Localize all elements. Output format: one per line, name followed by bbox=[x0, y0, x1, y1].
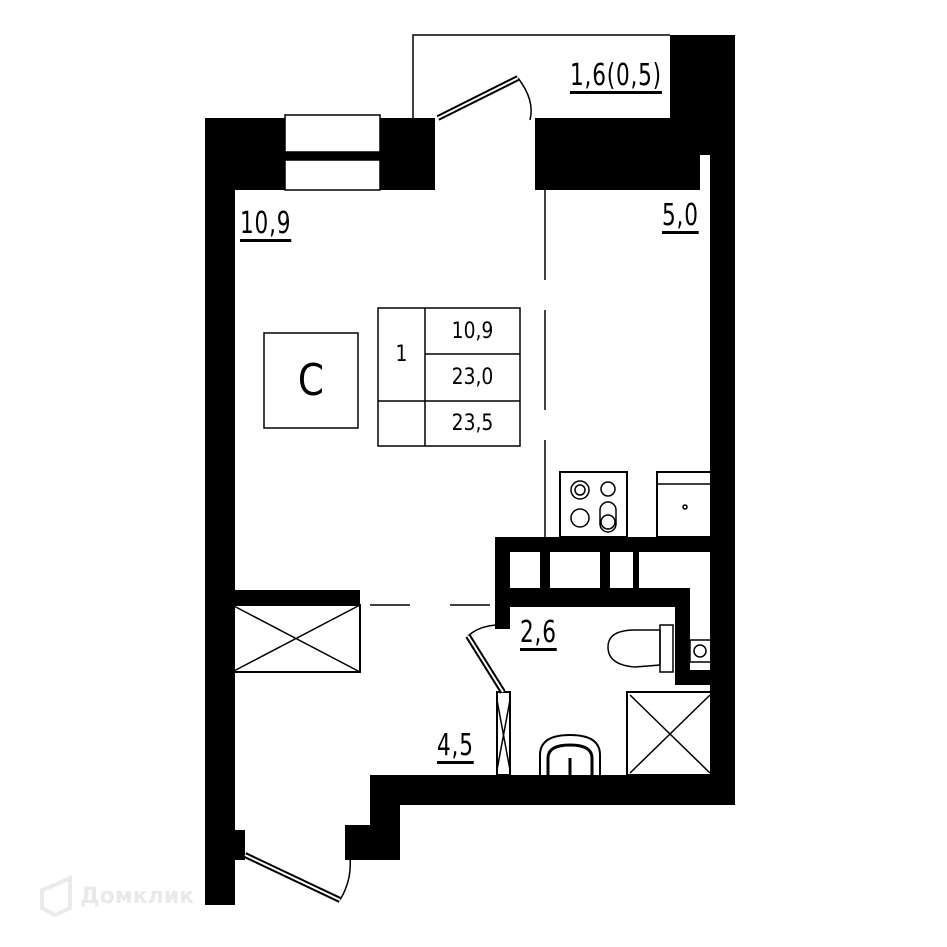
apartment-type-label: C bbox=[297, 355, 325, 406]
room-area-label: 10,9 bbox=[240, 206, 292, 241]
rooms-count: 1 bbox=[395, 342, 408, 367]
washbasin bbox=[539, 733, 601, 775]
walls bbox=[205, 35, 735, 905]
stove bbox=[559, 471, 628, 538]
balcony-area-label: 1,6(0,5) bbox=[570, 58, 662, 93]
bathroom-area-label: 2,6 bbox=[520, 615, 557, 650]
thin-lines bbox=[231, 34, 713, 901]
total-area-value: 23,0 bbox=[451, 365, 494, 390]
total-area-with-balcony-value: 23,5 bbox=[451, 411, 494, 436]
doors bbox=[243, 75, 520, 903]
kitchen-area-label: 5,0 bbox=[662, 198, 699, 233]
hallway-area-label: 4,5 bbox=[437, 728, 474, 763]
living-area-value: 10,9 bbox=[451, 318, 494, 344]
shower bbox=[626, 691, 713, 776]
logo-icon bbox=[40, 874, 72, 918]
kitchen-sink bbox=[656, 471, 713, 538]
watermark: Домклик bbox=[80, 884, 195, 909]
summary-table bbox=[263, 307, 521, 447]
toilet bbox=[607, 629, 661, 668]
